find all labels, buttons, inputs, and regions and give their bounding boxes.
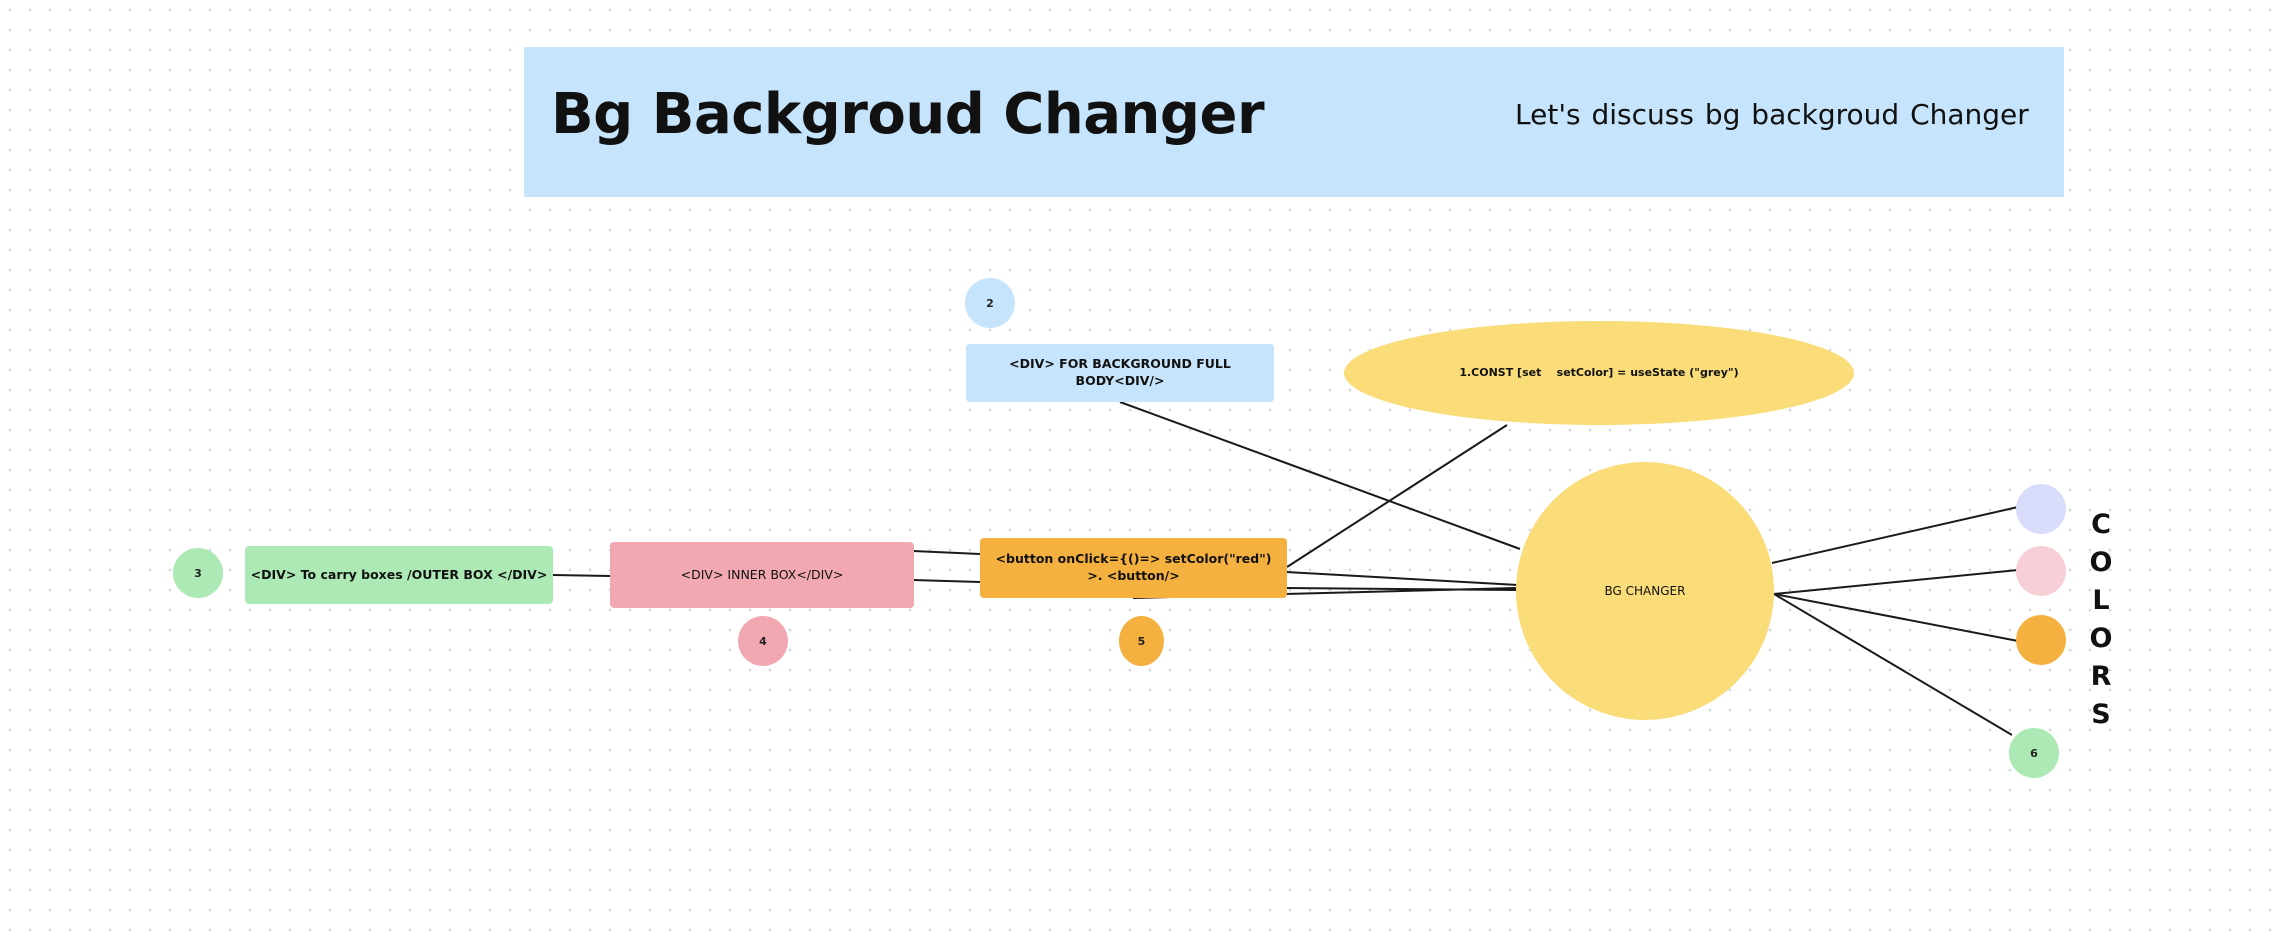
connector-changer-to-green — [1773, 593, 2013, 736]
inner-box-node: <DIV> INNER BOX</DIV> — [610, 542, 914, 608]
step-marker-6-label: 6 — [2030, 746, 2038, 760]
outer-box-node: <DIV> To carry boxes /OUTER BOX </DIV> — [245, 546, 553, 604]
colors-letter: R — [2090, 661, 2112, 692]
color-swatch-lavender — [2016, 484, 2066, 534]
step-marker-2-label: 2 — [986, 296, 994, 310]
bg-changer-label: BG CHANGER — [1604, 583, 1686, 598]
colors-letter: O — [2089, 547, 2113, 578]
connector-changer-to-lavender — [1771, 506, 2019, 564]
colors-label: C O L O R S — [2086, 506, 2116, 734]
colors-letter: L — [2092, 585, 2110, 616]
state-ellipse-node: 1.CONST [set setColor] = useState ("grey… — [1344, 321, 1854, 425]
body-div-node: <DIV> FOR BACKGROUND FULL BODY<DIV/> — [966, 344, 1274, 402]
connector-state-to-button — [1286, 424, 1508, 568]
color-swatch-pink — [2016, 546, 2066, 596]
button-node-line-2: >. <button/> — [1087, 568, 1180, 583]
bg-changer-circle: BG CHANGER — [1516, 462, 1774, 720]
colors-letter: S — [2091, 699, 2111, 730]
step-marker-3: 3 — [173, 548, 223, 598]
connector-button-to-changer-1 — [1285, 571, 1519, 586]
color-swatch-orange — [2016, 615, 2066, 665]
page-title: Bg Backgroud Changer — [551, 82, 1265, 147]
button-node: <button onClick={()=> setColor("red") >.… — [980, 538, 1287, 598]
step-marker-3-label: 3 — [194, 566, 202, 580]
page-subtitle: Let's discuss bg backgroud Changer — [1515, 98, 2029, 131]
step-marker-5-label: 5 — [1137, 634, 1146, 648]
connector-inner-to-button-bottom — [912, 579, 981, 583]
connector-changer-to-orange — [1773, 593, 2019, 642]
connector-outer-to-inner — [552, 574, 611, 577]
body-div-label: <DIV> FOR BACKGROUND FULL BODY<DIV/> — [1009, 356, 1231, 388]
inner-box-label: <DIV> INNER BOX</DIV> — [680, 566, 844, 582]
connector-changer-to-pink — [1773, 569, 2019, 595]
step-marker-4-label: 4 — [759, 634, 767, 648]
connector-inner-to-button-top — [912, 550, 981, 555]
step-marker-4: 4 — [738, 616, 788, 666]
colors-letter: O — [2089, 623, 2113, 654]
connector-bodydiv-to-changer — [1119, 401, 1521, 550]
step-marker-2: 2 — [965, 278, 1015, 328]
step-marker-5: 5 — [1119, 616, 1164, 666]
colors-letter: C — [2091, 509, 2111, 540]
step-marker-6: 6 — [2009, 728, 2059, 778]
outer-box-label: <DIV> To carry boxes /OUTER BOX </DIV> — [250, 566, 548, 582]
header-banner — [524, 47, 2064, 197]
button-node-line-1: <button onClick={()=> setColor("red") — [995, 551, 1272, 567]
state-ellipse-label: 1.CONST [set setColor] = useState ("grey… — [1459, 365, 1739, 379]
